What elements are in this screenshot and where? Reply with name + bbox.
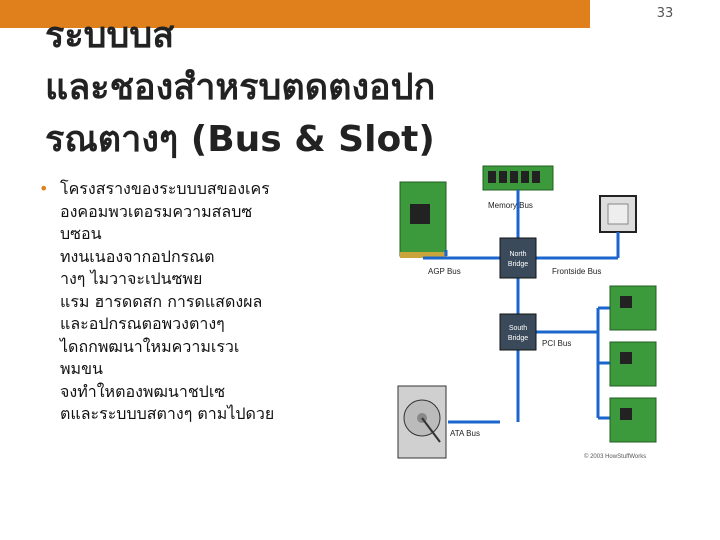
bullet-icon: • (39, 179, 49, 198)
body-line: ตและระบบบสตางๆ ตามไปดวย (60, 404, 275, 423)
page-number: 33 (656, 6, 674, 21)
title-line: ระบบบส (45, 15, 175, 56)
south-bridge: South Bridge (499, 313, 537, 351)
body-line: แรม ฮารดดสก การดแสดงผล (60, 291, 263, 311)
body-line: ไดถกพฒนาใหมความเรวเ (60, 336, 240, 356)
body-line: างๆ ไมวาจะเปนซพย (60, 269, 203, 288)
body-line: บซอน (60, 224, 102, 243)
north-bridge: North Bridge (499, 237, 537, 279)
bus-diagram: North Bridge South Bridge Memory Bus AGP… (388, 160, 714, 470)
slide-title: ระบบบส และชองสำหรบตดตงอปก รณตางๆ (Bus & … (45, 10, 565, 166)
agp-bus-label: AGP Bus (428, 267, 461, 276)
cpu-chip (599, 195, 637, 233)
body-line: โครงสรางของระบบบสของเคร (60, 179, 270, 198)
svg-text:South: South (509, 325, 527, 332)
bus-lines (423, 190, 620, 424)
svg-text:Bridge: Bridge (508, 261, 528, 268)
agp-card (399, 181, 447, 258)
hard-disk (397, 385, 447, 459)
header-accent (0, 0, 590, 28)
copyright-label: © 2003 HowStuffWorks (584, 453, 646, 460)
svg-text:North: North (509, 251, 526, 258)
body-text: • โครงสรางของระบบบสของเคร องคอมพวเตอรมคว… (39, 178, 402, 426)
header-bar: 33 (0, 0, 720, 28)
body-line: ทงนเนองจากอปกรณต (60, 246, 215, 266)
memory-bus-label: Memory Bus (488, 201, 533, 210)
svg-text:Bridge: Bridge (508, 335, 528, 342)
pci-cards (609, 285, 657, 443)
body-line: องคอมพวเตอรมความสลบซ (60, 201, 253, 221)
title-line: และชองสำหรบตดตงอปก (45, 67, 436, 108)
body-line: จงทำใหตองพฒนาชปเซ (60, 381, 226, 401)
pci-bus-label: PCI Bus (542, 339, 571, 348)
title-line: รณตางๆ (Bus & Slot) (45, 119, 435, 160)
body-line: พมขน (60, 359, 103, 378)
frontside-bus-label: Frontside Bus (552, 267, 601, 276)
body-line: และอปกรณตอพวงตางๆ (60, 314, 225, 333)
memory-module (482, 165, 554, 191)
ata-bus-label: ATA Bus (450, 429, 480, 438)
